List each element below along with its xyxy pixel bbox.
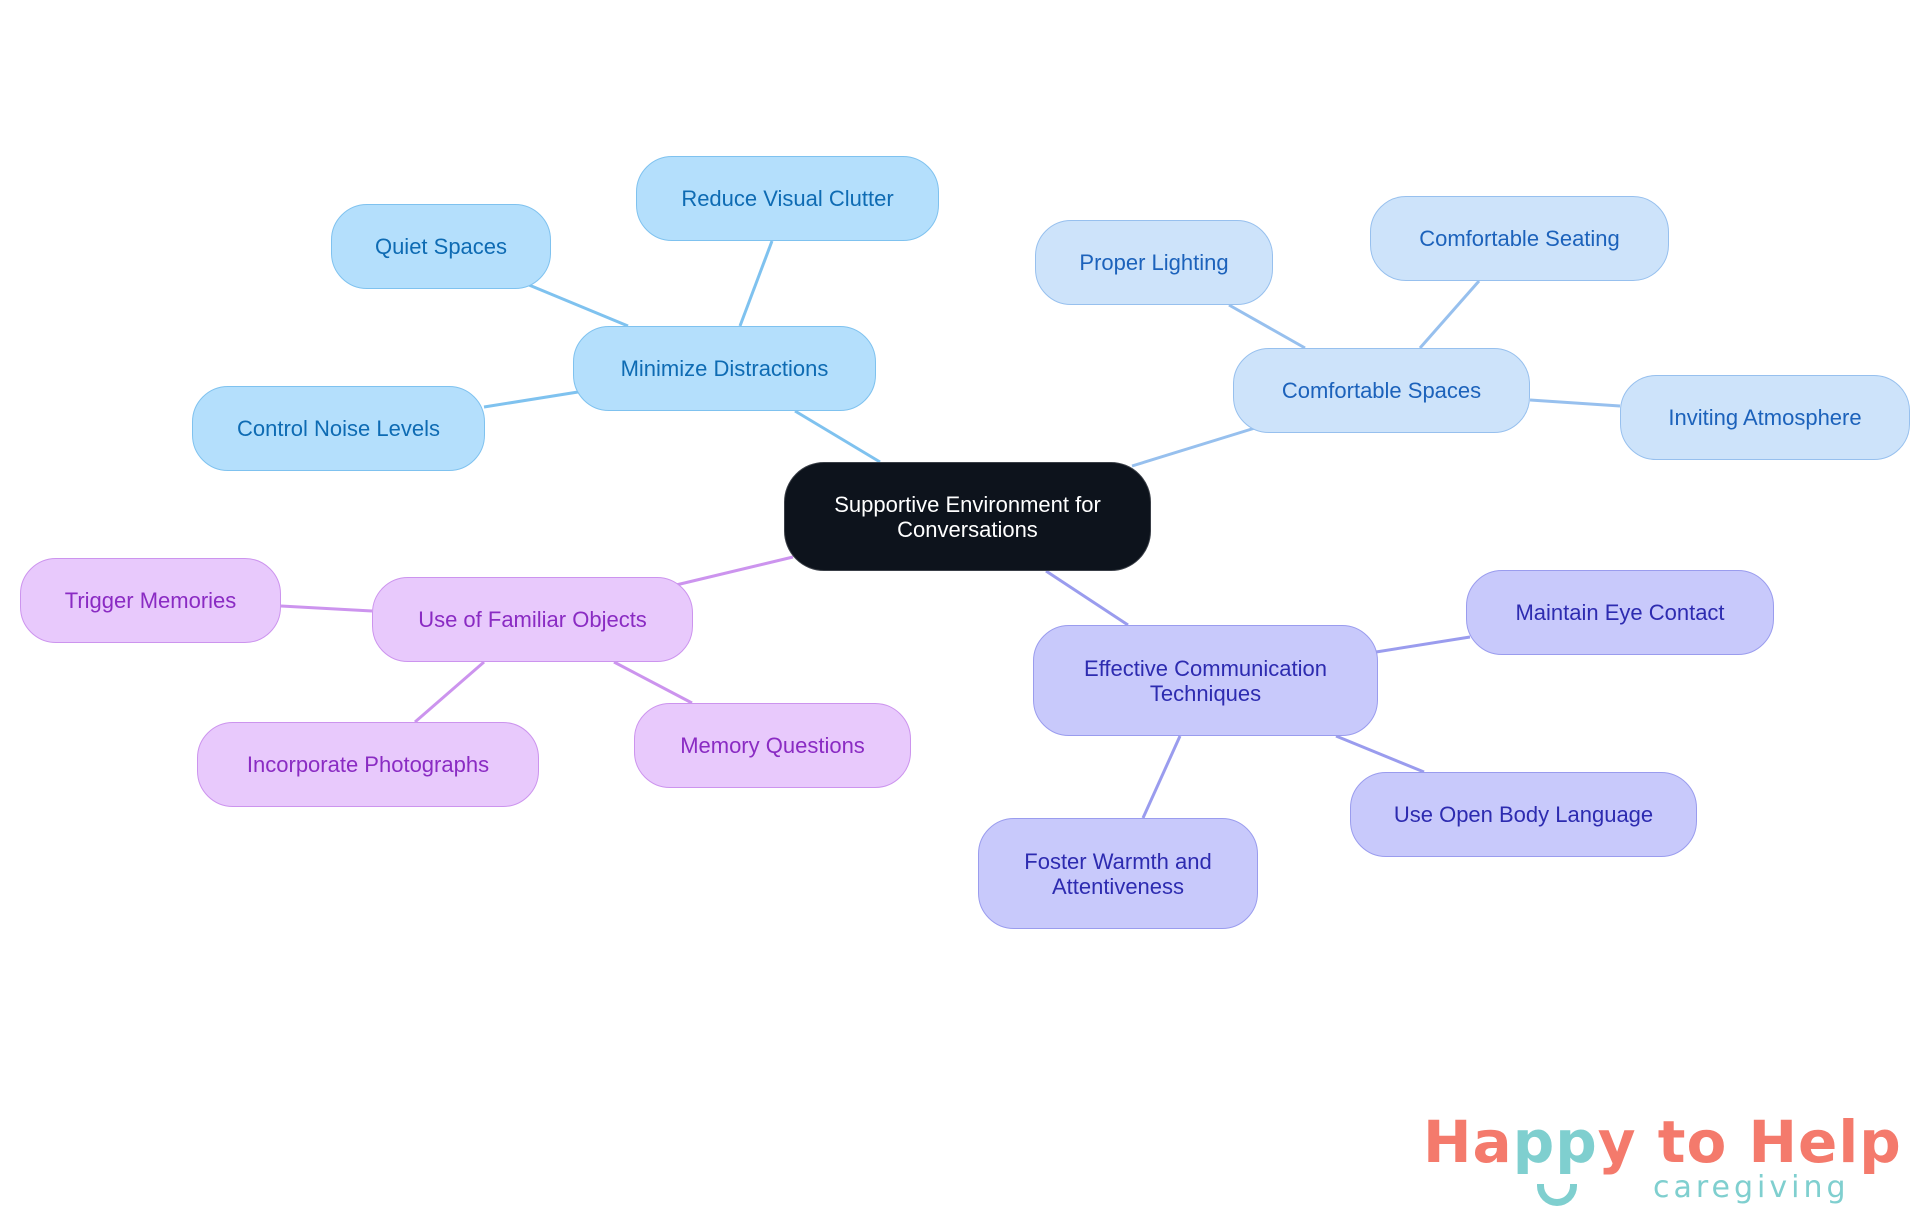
logo-wordmark: Happy to Help xyxy=(1423,1108,1902,1176)
leaf-node-control-noise-levels[interactable]: Control Noise Levels xyxy=(192,386,485,471)
branch-node-familiar-objects[interactable]: Use of Familiar Objects xyxy=(372,577,693,662)
leaf-node-memory-questions[interactable]: Memory Questions xyxy=(634,703,911,788)
leaf-label: Reduce Visual Clutter xyxy=(681,186,894,211)
branch-label: Minimize Distractions xyxy=(620,356,829,381)
leaf-label: Inviting Atmosphere xyxy=(1668,405,1862,430)
leaf-label: Trigger Memories xyxy=(64,588,237,613)
leaf-label: Incorporate Photographs xyxy=(246,752,490,777)
leaf-label: Foster Warmth and Attentiveness xyxy=(1024,848,1212,899)
leaf-node-open-body-language[interactable]: Use Open Body Language xyxy=(1350,772,1697,857)
leaf-node-maintain-eye-contact[interactable]: Maintain Eye Contact xyxy=(1466,570,1774,655)
leaf-node-foster-warmth[interactable]: Foster Warmth and Attentiveness xyxy=(978,818,1258,929)
smile-icon xyxy=(1537,1184,1577,1206)
leaf-label: Memory Questions xyxy=(680,733,865,758)
branch-node-effective-communication[interactable]: Effective Communication Techniques xyxy=(1033,625,1378,736)
leaf-node-trigger-memories[interactable]: Trigger Memories xyxy=(20,558,281,643)
branch-label: Use of Familiar Objects xyxy=(418,607,647,632)
branch-node-minimize-distractions[interactable]: Minimize Distractions xyxy=(573,326,876,411)
leaf-node-comfortable-seating[interactable]: Comfortable Seating xyxy=(1370,196,1669,281)
logo-text-pp: pp xyxy=(1512,1108,1598,1176)
logo-tagline: caregiving xyxy=(1653,1170,1850,1205)
leaf-label: Use Open Body Language xyxy=(1393,802,1654,827)
leaf-node-reduce-visual-clutter[interactable]: Reduce Visual Clutter xyxy=(636,156,939,241)
branch-node-comfortable-spaces[interactable]: Comfortable Spaces xyxy=(1233,348,1530,433)
leaf-node-incorporate-photographs[interactable]: Incorporate Photographs xyxy=(197,722,539,807)
brand-logo: Happy to Help caregiving xyxy=(1423,1108,1901,1208)
leaf-label: Quiet Spaces xyxy=(374,234,508,259)
leaf-node-quiet-spaces[interactable]: Quiet Spaces xyxy=(331,204,551,289)
root-label: Supportive Environment for Conversations xyxy=(834,491,1101,542)
leaf-node-inviting-atmosphere[interactable]: Inviting Atmosphere xyxy=(1620,375,1910,460)
root-node[interactable]: Supportive Environment for Conversations xyxy=(784,462,1151,571)
leaf-label: Control Noise Levels xyxy=(237,416,440,441)
logo-text-ha: Ha xyxy=(1423,1108,1513,1176)
leaf-label: Maintain Eye Contact xyxy=(1515,600,1725,625)
branch-label: Comfortable Spaces xyxy=(1281,378,1482,403)
branch-label: Effective Communication Techniques xyxy=(1084,655,1327,706)
leaf-label: Proper Lighting xyxy=(1079,250,1229,275)
logo-text-rest: y to Help xyxy=(1597,1108,1902,1176)
leaf-label: Comfortable Seating xyxy=(1419,226,1620,251)
leaf-node-proper-lighting[interactable]: Proper Lighting xyxy=(1035,220,1273,305)
